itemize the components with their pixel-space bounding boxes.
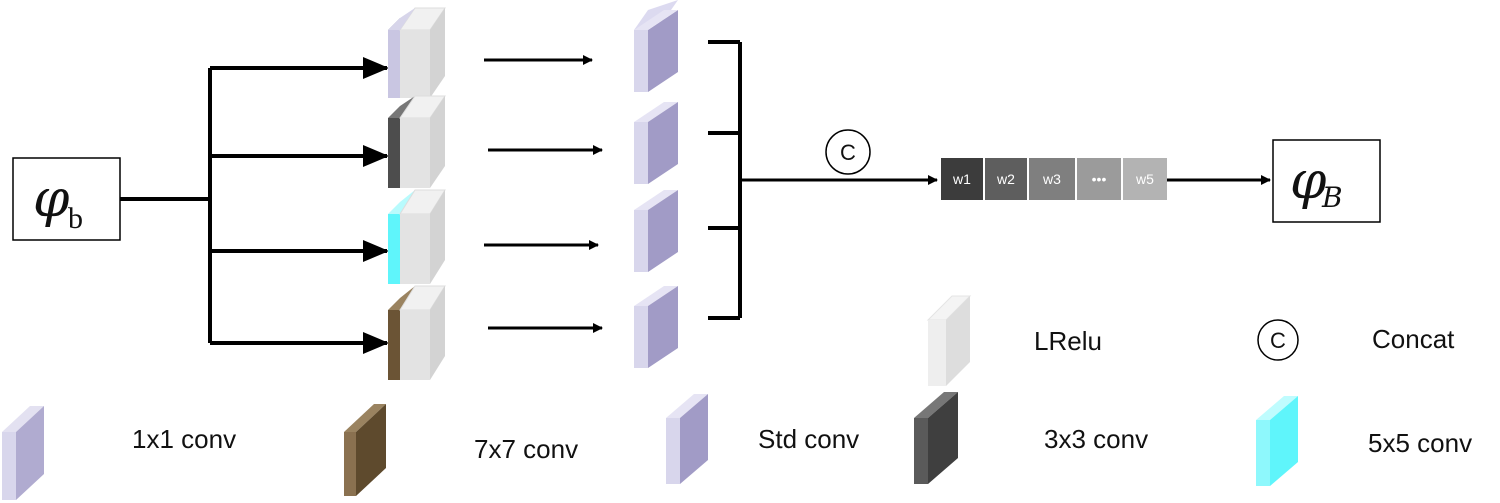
legend-concat-symbol: C	[1270, 328, 1286, 353]
legend-lrelu: LRelu	[926, 295, 1102, 386]
merge-bracket	[708, 40, 742, 320]
legend-conv5x5: 5x5 conv	[1256, 396, 1472, 486]
legend-conv5x5-label: 5x5 conv	[1368, 428, 1472, 458]
weight-w1-label: w1	[952, 171, 971, 187]
legend-conv3x3-label: 3x3 conv	[1044, 424, 1148, 454]
weight-w2-label: w2	[996, 171, 1015, 187]
concat-symbol: C	[840, 140, 856, 165]
legend-lrelu-label: LRelu	[1034, 326, 1102, 356]
branch-4-conv7x7-block	[388, 285, 446, 380]
weights-bar: w1 w2 w3 ••• w5	[941, 158, 1167, 200]
output-phi-symbol: φ	[1290, 151, 1327, 211]
input-node: φ b	[12, 157, 121, 241]
input-phi-symbol: φ	[33, 169, 70, 229]
weight-w5-label: w5	[1135, 171, 1154, 187]
weight-dots-label: •••	[1092, 171, 1107, 187]
output-node: φ B	[1272, 139, 1381, 223]
weight-w3-label: w3	[1042, 171, 1061, 187]
std-conv-block-2	[634, 102, 678, 184]
input-subscript: b	[68, 202, 83, 235]
branch-1-conv1x1-block	[388, 7, 446, 98]
legend-conv3x3: 3x3 conv	[914, 392, 1148, 484]
output-subscript: B	[1321, 181, 1343, 214]
branch-2-conv3x3-block	[388, 95, 446, 188]
middle-arrows	[484, 55, 603, 333]
std-conv-block-4	[634, 286, 678, 368]
concat-node: C	[825, 129, 871, 175]
legend-conv7x7-label: 7x7 conv	[474, 434, 578, 464]
std-conv-block-1	[634, 0, 678, 92]
branch-3-conv5x5-block	[388, 189, 446, 284]
legend-std-conv-label: Std conv	[758, 424, 859, 454]
legend-conv1x1-label: 1x1 conv	[132, 424, 236, 454]
std-conv-block-3	[634, 190, 678, 272]
legend-std-conv: Std conv	[666, 394, 859, 484]
legend-concat: C Concat	[1257, 319, 1455, 361]
legend-conv1x1: 1x1 conv	[2, 406, 236, 500]
branch-lines	[120, 57, 389, 354]
legend-conv7x7: 7x7 conv	[344, 404, 578, 496]
legend-concat-label: Concat	[1372, 324, 1455, 354]
